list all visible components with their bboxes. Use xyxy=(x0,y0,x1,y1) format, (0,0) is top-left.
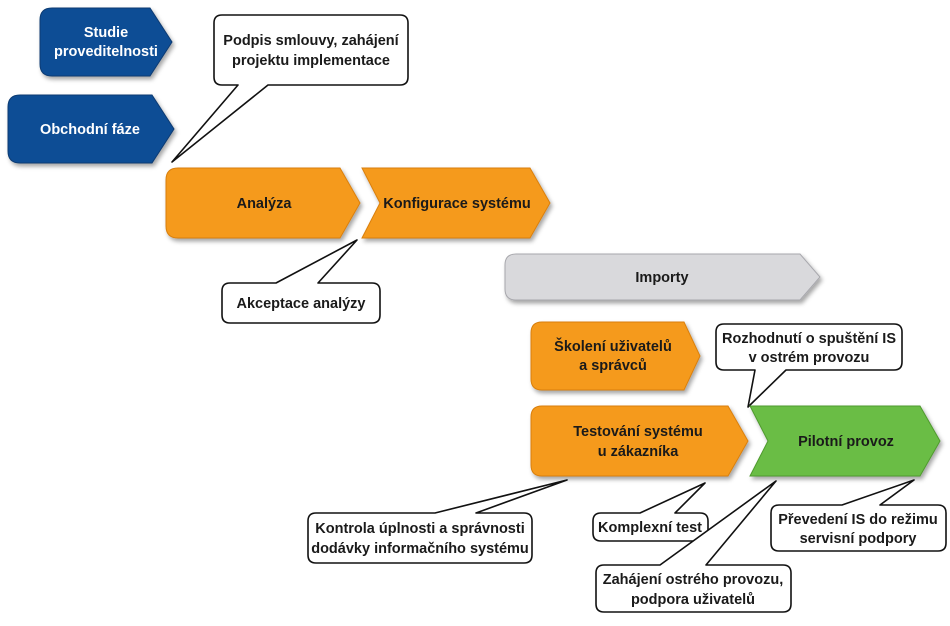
phase-imports xyxy=(504,253,821,301)
callout-complex-test-label: Komplexní test xyxy=(598,520,702,536)
callout-contract-line1: Podpis smlouvy, zahájení xyxy=(223,33,399,49)
phase-training-line2: a správců xyxy=(579,358,647,374)
phase-analysis-shape xyxy=(165,167,361,239)
phase-imports-label: Importy xyxy=(635,270,688,286)
callout-handover-line2: servisní podpory xyxy=(800,531,917,547)
callout-completeness-shape xyxy=(307,479,568,564)
phase-analysis-label: Analýza xyxy=(237,196,293,212)
callout-decision-line2: v ostrém provozu xyxy=(749,350,870,366)
callout-decision-shape xyxy=(715,323,903,408)
callout-completeness-line2: dodávky informačního systému xyxy=(311,541,529,557)
callout-live-start: Zahájení ostrého provozu, podpora uživat… xyxy=(595,480,792,613)
phase-pilot-label: Pilotní provoz xyxy=(798,434,894,450)
phase-configuration-shape xyxy=(361,167,551,239)
callout-complex-test: Komplexní test xyxy=(592,482,709,542)
callout-golive-decision: Rozhodnutí o spuštění IS v ostrém provoz… xyxy=(715,323,903,408)
callout-live-start-shape xyxy=(595,480,792,613)
phase-analysis xyxy=(165,167,361,239)
phase-feasibility-study xyxy=(39,7,173,77)
callout-decision-line1: Rozhodnutí o spuštění IS xyxy=(722,331,896,347)
callout-acceptance-label: Akceptace analýzy xyxy=(237,296,366,312)
phase-business-shape xyxy=(7,94,175,164)
phase-imports-shape xyxy=(504,253,821,301)
phase-feasibility-shape xyxy=(39,7,173,77)
phase-pilot-shape xyxy=(749,405,941,477)
phase-feasibility-line2: proveditelnosti xyxy=(54,44,158,60)
phase-feasibility-line1: Studie xyxy=(84,25,128,41)
callout-handover-shape xyxy=(770,479,947,552)
callout-handover: Převedení IS do režimu servisní podpory xyxy=(770,479,947,552)
callout-contract-signing: Podpis smlouvy, zahájení projektu implem… xyxy=(171,14,409,163)
phase-business-label: Obchodní fáze xyxy=(40,122,140,138)
phase-configuration-label: Konfigurace systému xyxy=(383,196,530,212)
phase-training-shape xyxy=(530,321,701,391)
phase-configuration xyxy=(361,167,551,239)
callout-live-start-line2: podpora uživatelů xyxy=(631,592,755,608)
phase-pilot xyxy=(749,405,941,477)
callout-acceptance-shape xyxy=(221,239,381,324)
callout-contract-shape xyxy=(171,14,409,163)
callout-handover-line1: Převedení IS do režimu xyxy=(778,512,938,528)
callout-analysis-acceptance: Akceptace analýzy xyxy=(221,239,381,324)
phase-training-line1: Školení uživatelů xyxy=(554,337,672,355)
phase-business xyxy=(7,94,175,164)
callout-contract-line2: projektu implementace xyxy=(232,53,390,69)
phase-testing-shape xyxy=(530,405,749,477)
callout-completeness-check: Kontrola úplnosti a správnosti dodávky i… xyxy=(307,479,568,564)
callout-live-start-line1: Zahájení ostrého provozu, xyxy=(603,572,783,588)
phase-testing-line1: Testování systému xyxy=(573,424,702,440)
callout-completeness-line1: Kontrola úplnosti a správnosti xyxy=(315,521,524,537)
phase-testing-line2: u zákazníka xyxy=(598,444,680,460)
phase-training xyxy=(530,321,701,391)
phase-testing xyxy=(530,405,749,477)
